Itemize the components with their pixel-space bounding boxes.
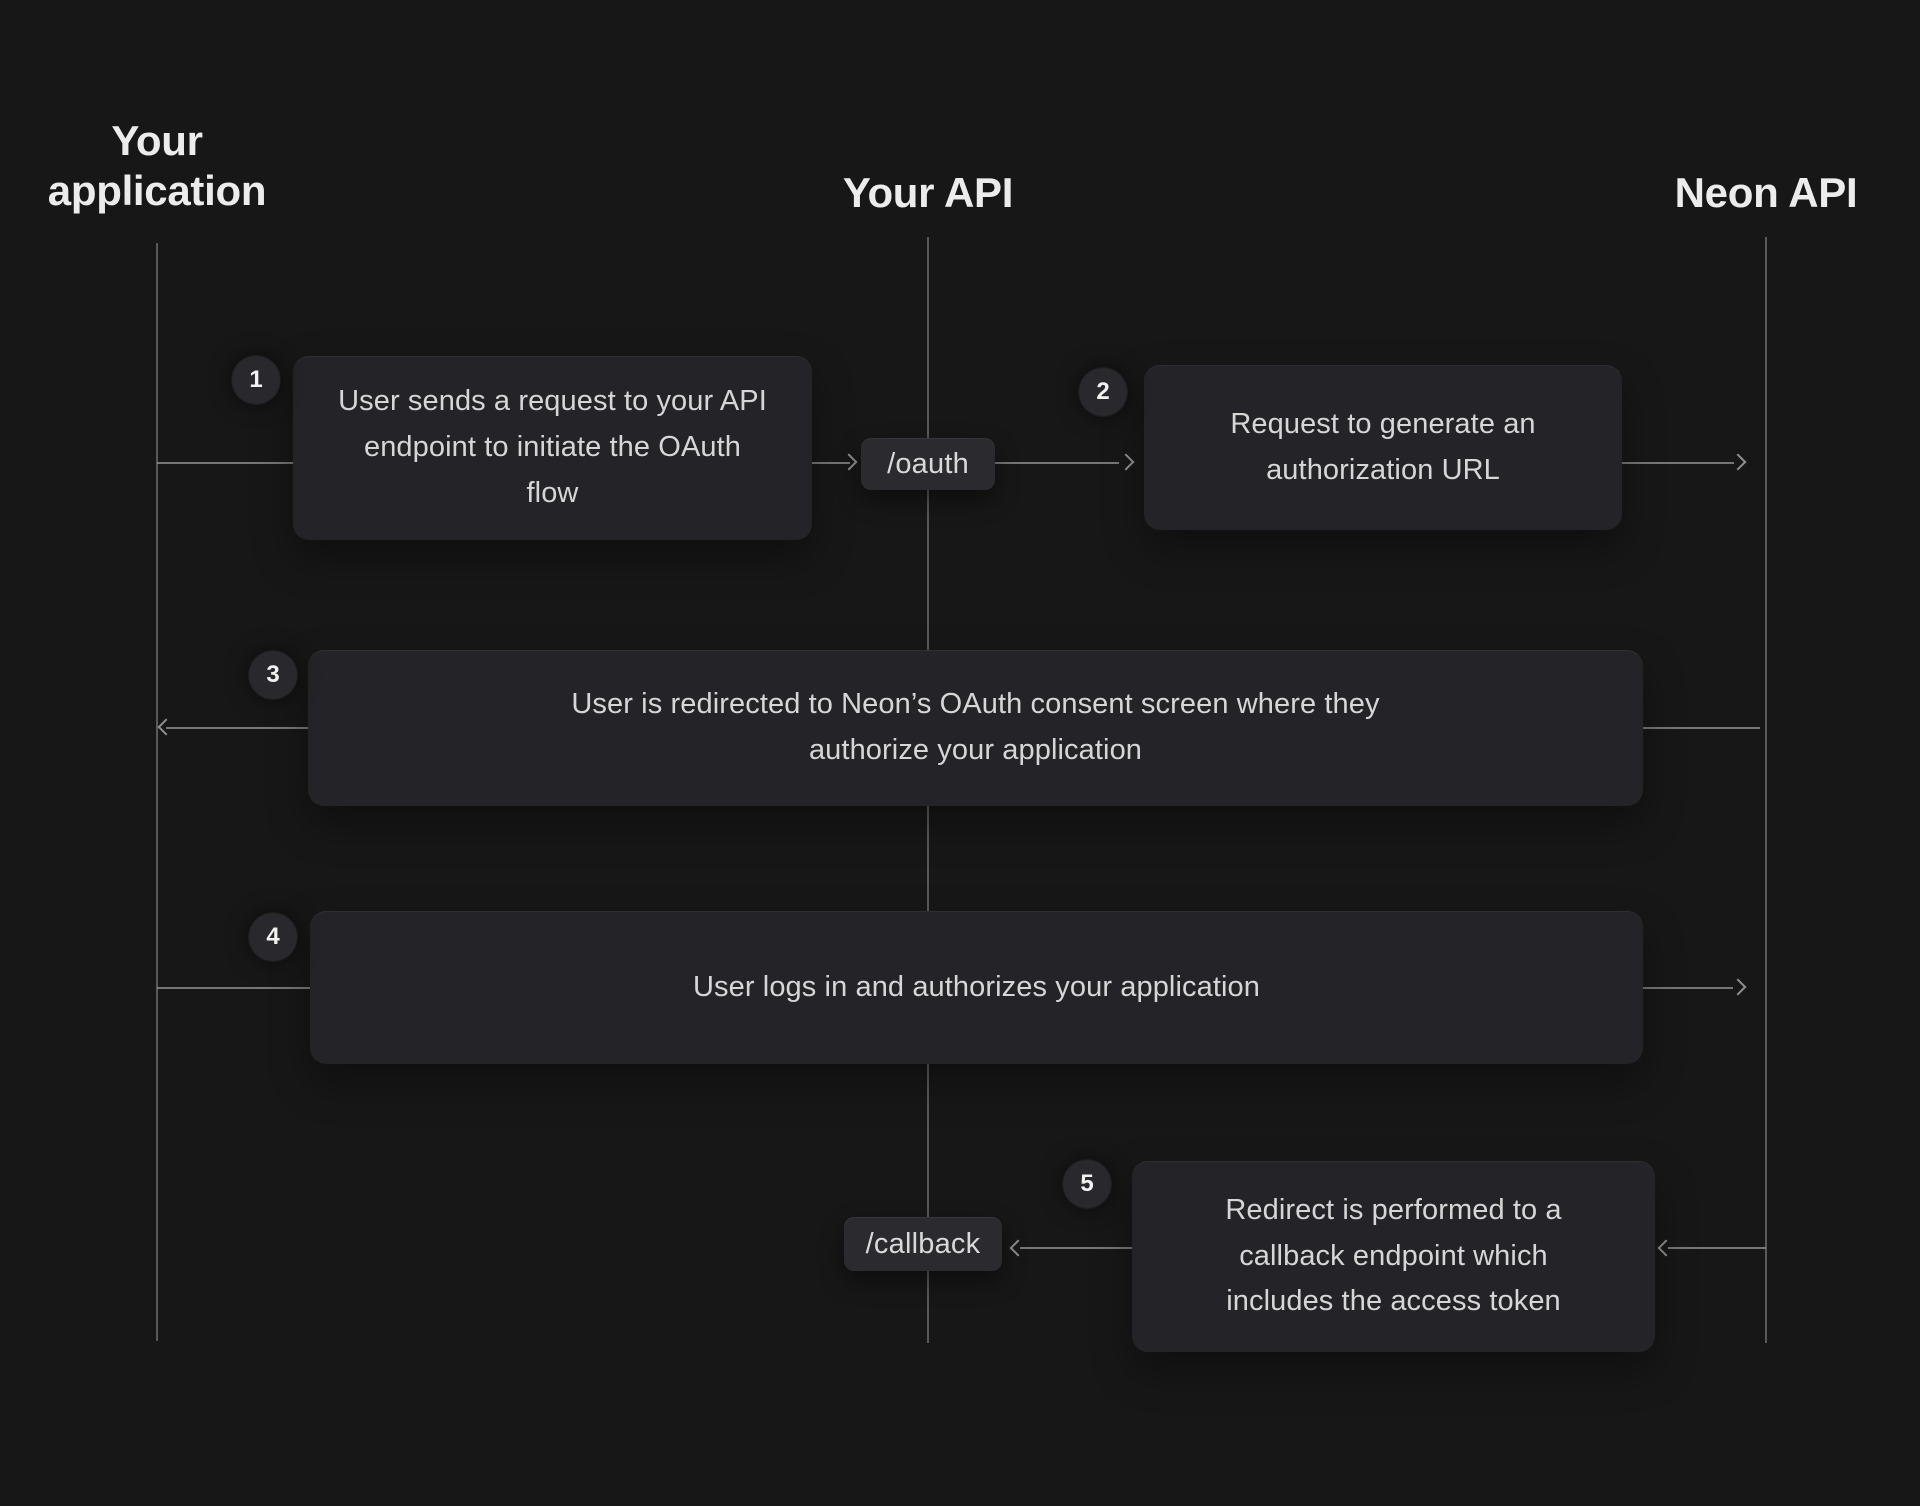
endpoint-pill-oauth: /oauth: [861, 438, 995, 490]
lifeline-your-application: [156, 243, 158, 1341]
step-1-badge: 1: [232, 356, 280, 404]
arrow-line: [1643, 727, 1760, 729]
step-5-text: Redirect is performed to a callback endp…: [1225, 1193, 1562, 1318]
step-4-box: User logs in and authorizes your applica…: [310, 911, 1643, 1064]
lane-label-neon-api: Neon API: [1674, 169, 1858, 216]
arrowhead-right-icon: [840, 453, 858, 471]
arrow-line: [166, 727, 308, 729]
endpoint-pill-callback: /callback: [844, 1217, 1002, 1271]
arrow-line: [157, 987, 310, 989]
step-3-text: User is redirected to Neon’s OAuth conse…: [571, 688, 1380, 766]
step-2-box: Request to generate an authorization URL: [1144, 365, 1622, 530]
arrowhead-right-icon: [1729, 453, 1747, 471]
arrowhead-right-icon: [1117, 453, 1135, 471]
step-2-text: Request to generate an authorization URL: [1230, 407, 1536, 486]
arrow-line: [157, 462, 293, 464]
arrow-line: [1643, 987, 1733, 989]
step-5-box: Redirect is performed to a callback endp…: [1132, 1161, 1655, 1352]
lane-label-your-application: Your application: [47, 117, 267, 214]
endpoint-oauth-label: /oauth: [887, 447, 969, 480]
step-1-text: User sends a request to your API endpoin…: [338, 385, 767, 509]
step-3-box: User is redirected to Neon’s OAuth conse…: [308, 650, 1643, 806]
step-5-badge: 5: [1063, 1160, 1111, 1208]
step-2-badge: 2: [1079, 368, 1127, 416]
step-4-badge: 4: [249, 913, 297, 961]
arrow-line: [1622, 462, 1734, 464]
arrow-line: [812, 462, 850, 464]
step-3-badge: 3: [249, 651, 297, 699]
arrowhead-right-icon: [1729, 978, 1747, 996]
step-1-box: User sends a request to your API endpoin…: [293, 356, 812, 540]
arrow-line: [995, 462, 1119, 464]
lane-label-your-api: Your API: [842, 169, 1014, 216]
step-4-text: User logs in and authorizes your applica…: [693, 970, 1260, 1003]
arrow-line: [1020, 1247, 1132, 1249]
lifeline-neon-api: [1765, 237, 1767, 1343]
endpoint-callback-label: /callback: [865, 1227, 981, 1260]
arrow-line: [1668, 1247, 1766, 1249]
